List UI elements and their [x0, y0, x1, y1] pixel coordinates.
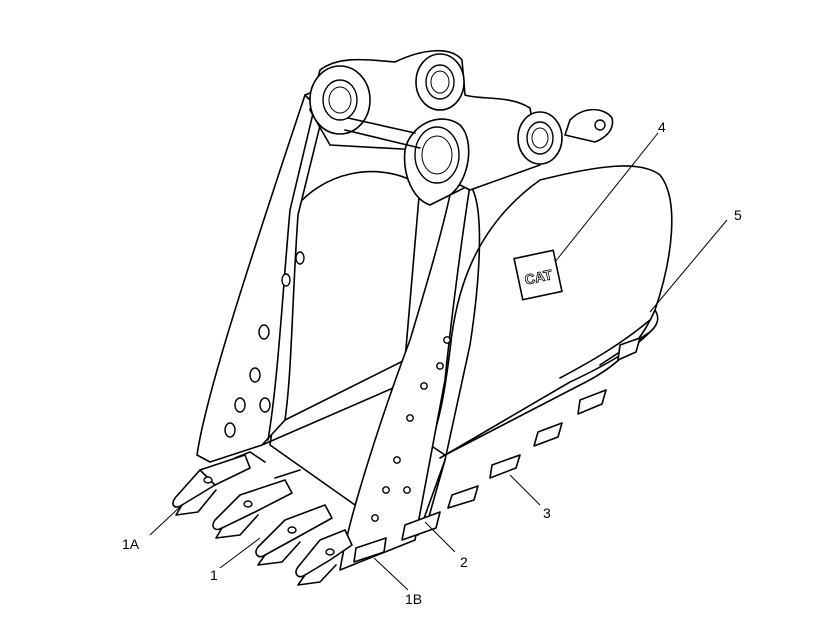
- tooth-1A: [172, 454, 251, 516]
- left-side-plate: [196, 84, 331, 463]
- front-plate-hole: [393, 456, 401, 464]
- tooth-1B: [295, 529, 353, 586]
- callout-leaders: [149, 132, 728, 591]
- callout-1A: 1A: [122, 536, 140, 552]
- callout-2: 2: [460, 554, 468, 570]
- front-plate-hole: [403, 486, 411, 494]
- side-cutter: [353, 511, 441, 563]
- bucket-teeth: [172, 451, 353, 586]
- front-plate-hole: [371, 514, 379, 522]
- left-plate-hole: [258, 324, 270, 340]
- tooth-center: [255, 504, 333, 566]
- bucket-shell: [261, 165, 673, 506]
- leader-5: [649, 219, 728, 313]
- callout-labels: 1A 1 1B 2 3 4 5: [122, 119, 742, 607]
- front-plate-hole: [406, 414, 414, 422]
- linkage-bosses: [309, 49, 614, 206]
- leader-1: [219, 537, 261, 569]
- logo-text: CAT: [523, 266, 554, 288]
- left-plate-hole: [224, 422, 236, 438]
- callout-3: 3: [543, 505, 551, 521]
- leader-2: [424, 521, 456, 553]
- left-plate-hole: [234, 397, 246, 413]
- front-plate-hole: [420, 382, 428, 390]
- wear-strips: [447, 337, 641, 509]
- front-plate-hole: [443, 336, 451, 344]
- left-plate-hole: [281, 273, 291, 287]
- cat-logo: CAT: [513, 249, 563, 301]
- callout-1: 1: [210, 567, 218, 583]
- leader-1A: [149, 504, 183, 536]
- front-plate-hole: [382, 486, 390, 494]
- left-plate-hole: [259, 397, 271, 413]
- front-side-plate: [339, 184, 481, 571]
- leader-4: [554, 132, 659, 263]
- front-plate-hole: [436, 362, 444, 370]
- left-plate-hole: [295, 251, 305, 265]
- left-plate-hole: [249, 367, 261, 383]
- leader-3: [509, 474, 541, 506]
- leader-1B: [373, 557, 409, 591]
- callout-5: 5: [734, 207, 742, 223]
- tooth-1: [212, 479, 293, 539]
- callout-1B: 1B: [405, 591, 422, 607]
- callout-4: 4: [658, 119, 666, 135]
